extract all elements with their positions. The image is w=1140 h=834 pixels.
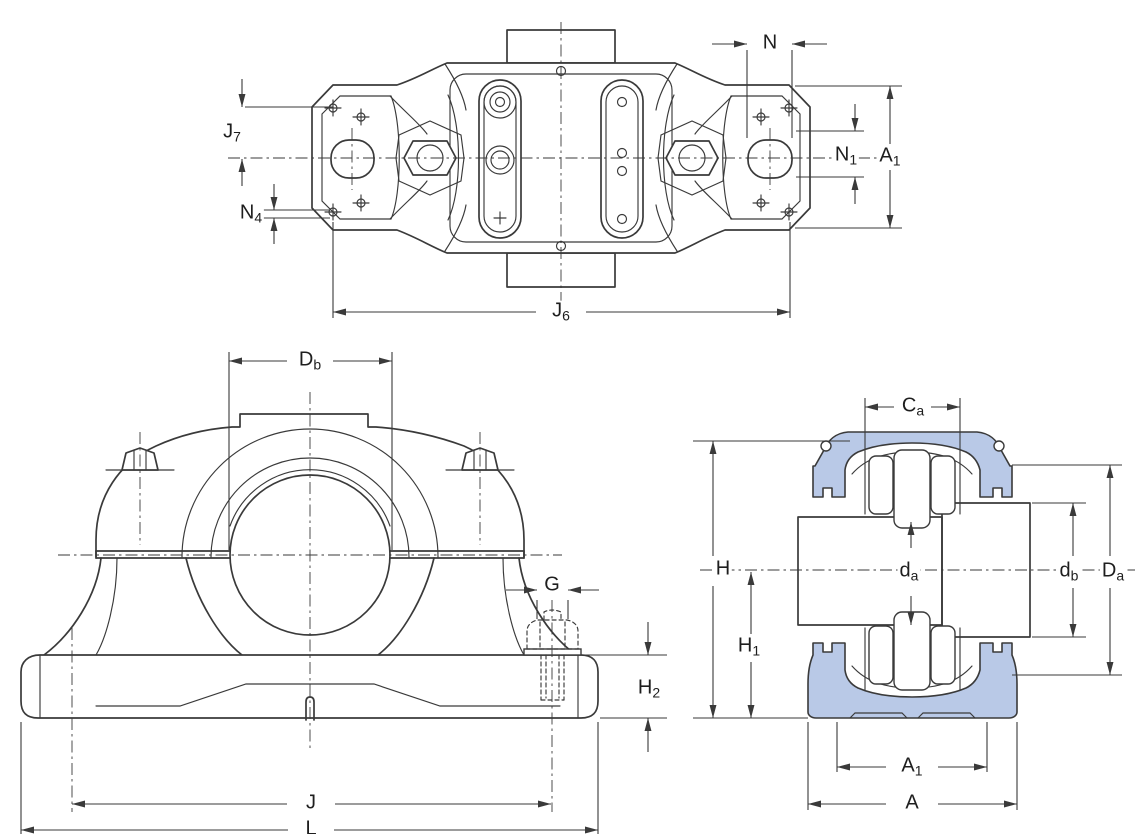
attachment-nut <box>526 619 579 650</box>
grease-fitting <box>483 85 517 119</box>
dim-label-l: L <box>303 818 319 834</box>
housing-base-section <box>807 642 1018 719</box>
dim-label-n: N <box>760 31 780 56</box>
front-view <box>20 352 667 834</box>
dim-label-j: J <box>304 791 318 816</box>
dim-label-h1: H1 <box>735 634 763 659</box>
base-center-notch <box>305 696 315 721</box>
dim-label-h2: H2 <box>635 676 663 701</box>
grease-plug <box>485 145 515 175</box>
dim-label-ca: Ca <box>899 394 927 419</box>
dim-label-db-shaft: db <box>1057 559 1081 584</box>
top-view <box>228 22 902 318</box>
dim-label-n4: N4 <box>237 201 265 226</box>
dim-label-a1-top: A1 <box>877 144 903 169</box>
dim-label-a1-bottom: A1 <box>899 754 925 779</box>
dim-label-da-seal: Da <box>1099 559 1127 584</box>
inner-ring-bottom <box>893 611 931 691</box>
mounting-slot-left <box>330 139 375 179</box>
housing-cap-section <box>812 431 1013 498</box>
section-view <box>693 398 1135 810</box>
dim-label-n1: N1 <box>832 143 860 168</box>
dim-label-j6: J6 <box>550 299 572 324</box>
dim-label-h: H <box>713 557 733 582</box>
dim-label-j7: J7 <box>221 120 243 145</box>
dim-label-db-bore: Db <box>296 348 324 373</box>
dim-label-g: G <box>542 573 562 598</box>
inner-ring-top <box>893 449 931 529</box>
washer <box>523 648 582 656</box>
dim-label-a: A <box>903 791 921 816</box>
dim-label-da-shaft: da <box>897 559 921 584</box>
base-outline <box>20 654 599 719</box>
